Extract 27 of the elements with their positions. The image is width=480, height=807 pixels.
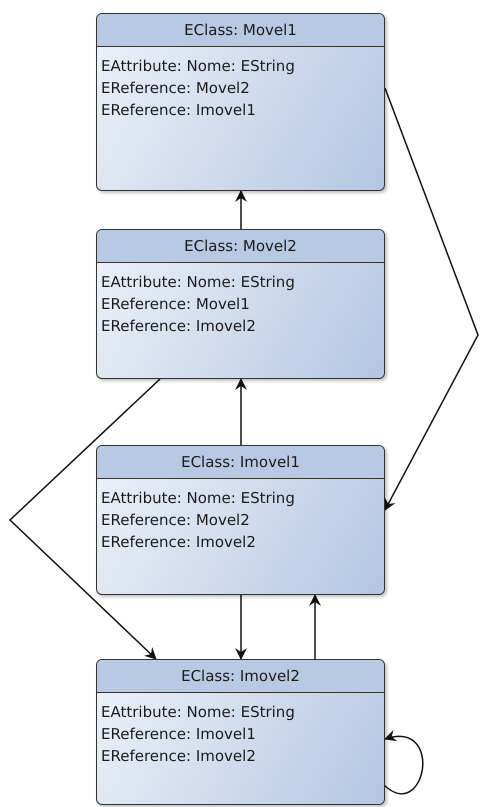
- class-box: [96, 13, 385, 191]
- class-feature: EReference: Movel2: [101, 78, 251, 99]
- class-feature: EReference: Imovel2: [101, 532, 257, 553]
- class-feature: EAttribute: Nome: EString: [101, 488, 296, 509]
- class-feature: EReference: Movel1: [101, 294, 251, 315]
- class-name: EClass: Imovel1: [97, 446, 384, 479]
- arrow: [8, 378, 161, 660]
- arrow: [235, 378, 247, 445]
- class-feature: EReference: Imovel2: [101, 316, 257, 337]
- class-name: EClass: Movel2: [97, 230, 384, 263]
- class-feature: EAttribute: Nome: EString: [101, 702, 296, 723]
- class-name: EClass: Imovel2: [97, 660, 384, 693]
- class-name: EClass: Movel1: [97, 14, 384, 47]
- arrow: [235, 595, 247, 660]
- arrow: [309, 594, 321, 659]
- class-feature: EReference: Imovel1: [101, 100, 257, 121]
- arrow: [384, 731, 424, 794]
- class-feature: EReference: Movel2: [101, 510, 251, 531]
- class-feature: EReference: Imovel1: [101, 724, 257, 745]
- class-feature: EAttribute: Nome: EString: [101, 272, 296, 293]
- class-box: [96, 445, 385, 595]
- arrow: [235, 190, 247, 229]
- class-box: [96, 659, 385, 805]
- class-feature: EAttribute: Nome: EString: [101, 56, 296, 77]
- class-box: [96, 229, 385, 379]
- class-feature: EReference: Imovel2: [101, 746, 257, 767]
- arrow: [384, 88, 479, 511]
